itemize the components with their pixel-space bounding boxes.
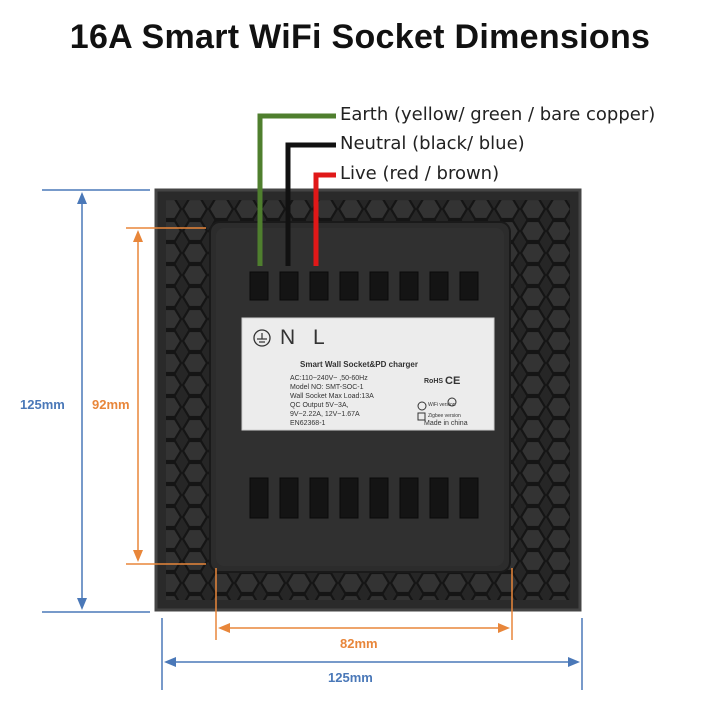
terminal-slots-top [249,271,479,301]
wifi-version-checkbox [417,401,427,411]
ce-mark: CE [445,375,461,387]
neutral-wire-label: Neutral (black/ blue) [340,133,525,154]
inner-width-dimension [215,568,513,640]
earth-symbol-icon [253,329,271,347]
zigbee-version-text: Zigbee version [428,413,461,419]
outer-width-label: 125mm [328,670,373,685]
inner-width-label: 82mm [340,636,378,651]
spec-lines: AC:110~240V~ ,50-60Hz Model NO: SMT-SOC-… [290,374,374,428]
outer-height-dimension [42,189,150,613]
inner-height-dimension [126,227,206,565]
wires [257,113,336,266]
live-wire-label: Live (red / brown) [340,163,500,184]
live-wire [313,172,336,266]
neutral-wire [285,142,336,266]
rohs-mark: RoHS [424,378,444,385]
product-label [241,317,495,431]
spec-line: Model NO: SMT-SOC-1 [290,384,364,391]
spec-line: AC:110~240V~ ,50-60Hz [290,375,368,382]
made-in-text: Made in china [424,420,468,427]
terminal-slots-bottom [249,477,479,519]
earth-wire-label: Earth (yellow/ green / bare copper) [340,104,656,125]
earth-wire [257,113,336,266]
outer-width-dimension [161,618,583,690]
wifi-version-text: WiFi version [428,402,456,408]
spec-line: 9V~2.22A, 12V~1.67A [290,411,360,418]
zigbee-version-checkbox [417,412,426,421]
spec-line: EN62368-1 [290,420,326,427]
product-name: Smart Wall Socket&PD charger [300,360,418,369]
outer-height-label: 125mm [20,397,65,412]
spec-line: Wall Socket Max Load:13A [290,393,374,400]
terminal-letters: N L [280,326,331,349]
spec-line: QC Output 5V~3A, [290,402,349,409]
page-title: 16A Smart WiFi Socket Dimensions [69,18,651,56]
cert-mark-icon [447,397,457,407]
inner-height-label: 92mm [92,397,130,412]
